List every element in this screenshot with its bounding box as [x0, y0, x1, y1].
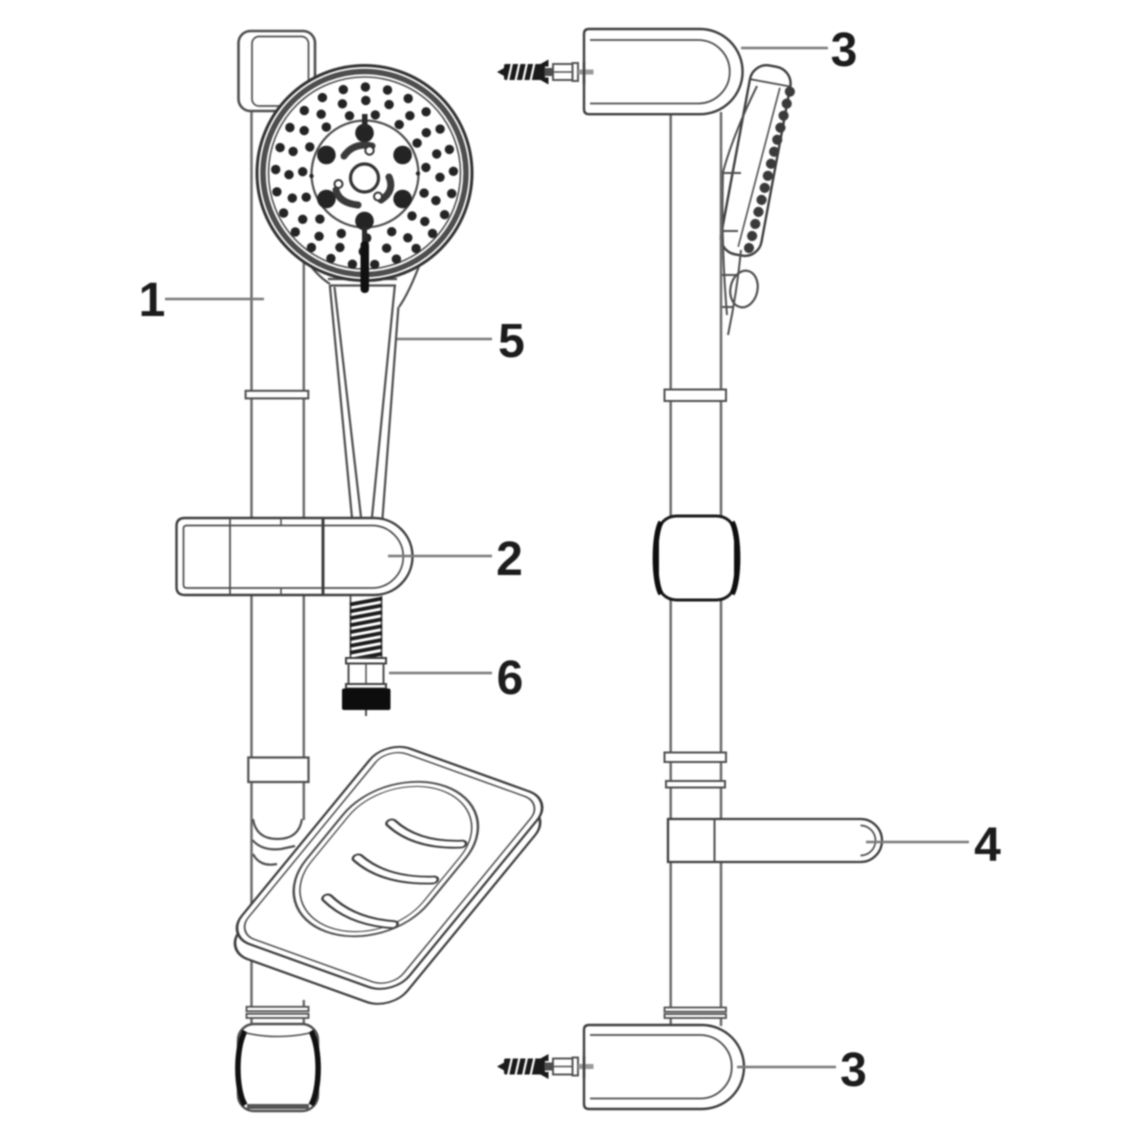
svg-text:3: 3 — [840, 1044, 867, 1097]
svg-text:1: 1 — [139, 274, 166, 327]
svg-text:4: 4 — [974, 819, 1001, 872]
svg-text:2: 2 — [496, 533, 523, 586]
svg-text:5: 5 — [498, 315, 525, 368]
svg-text:6: 6 — [497, 652, 524, 705]
svg-text:3: 3 — [831, 24, 858, 77]
